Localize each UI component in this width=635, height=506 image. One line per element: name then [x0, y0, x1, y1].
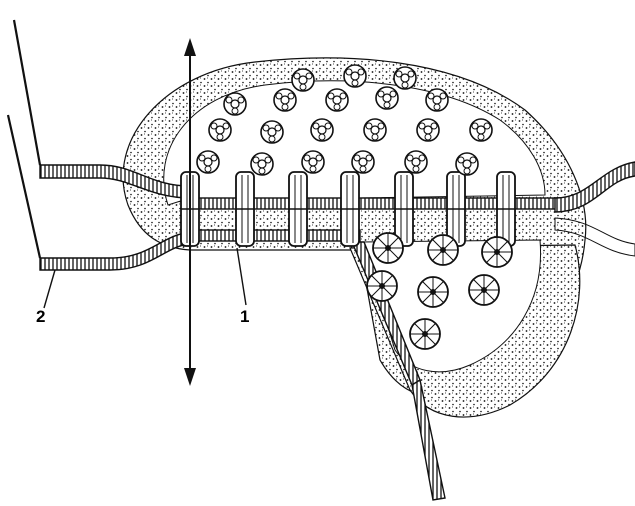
membrane-junction-lower — [190, 230, 360, 241]
label-2: 2 — [36, 307, 45, 326]
connexon — [341, 172, 359, 246]
leader-line-1 — [237, 248, 246, 305]
connexon — [395, 172, 413, 246]
leader-line-2 — [44, 270, 55, 308]
label-1: 1 — [240, 307, 249, 326]
connexon — [497, 172, 515, 246]
connexon — [289, 172, 307, 246]
connexon — [236, 172, 254, 246]
outer-boundary-left — [8, 20, 40, 258]
connexon — [447, 172, 465, 246]
